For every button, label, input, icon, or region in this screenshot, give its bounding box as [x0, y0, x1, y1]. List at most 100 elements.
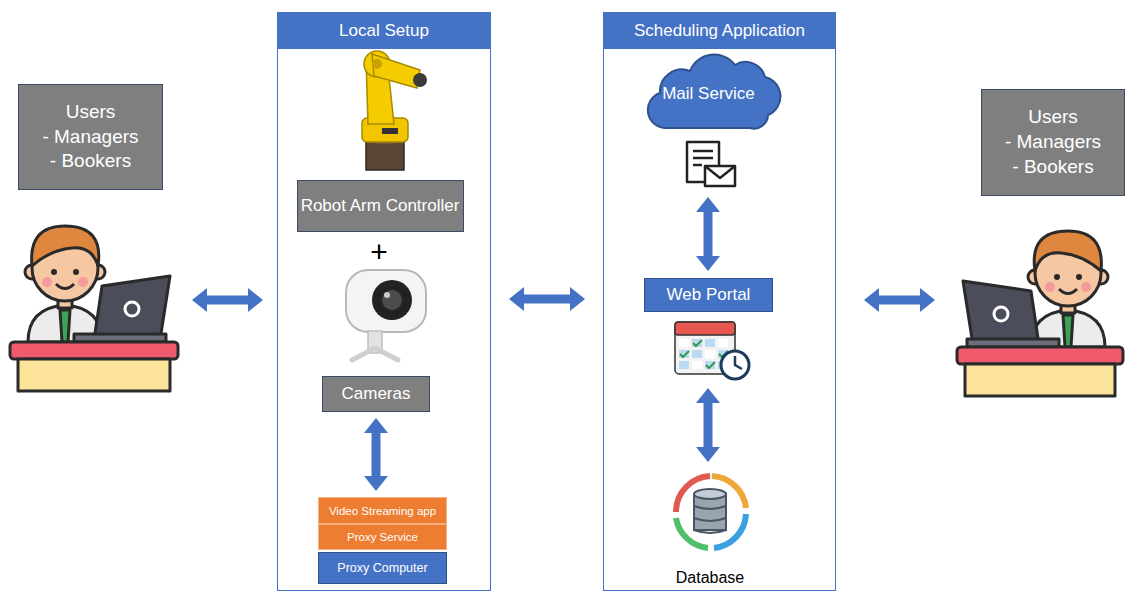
- person-illustration: [51, 269, 57, 275]
- person-illustration: [1034, 231, 1101, 271]
- double-arrow: [207, 296, 248, 305]
- robot-arm-illustration: [413, 73, 427, 87]
- panel: Local SetupRobot Arm ControllerCamerasVi…: [277, 12, 491, 591]
- node-shape: Mail Service: [654, 68, 763, 120]
- node-shape: Users- Managers- Bookers: [18, 84, 163, 190]
- node-text: Web Portal: [667, 285, 751, 305]
- node-shape: Video Streaming app: [318, 497, 447, 524]
- node-text: - Managers: [42, 125, 138, 150]
- mail-icon: [705, 166, 735, 178]
- node-shape: Cameras: [322, 376, 430, 412]
- double-arrow: [372, 433, 381, 476]
- person-illustration: [42, 277, 52, 287]
- camera-illustration: [382, 290, 402, 310]
- person-illustration: [18, 359, 170, 391]
- calendar-icon: [693, 340, 702, 346]
- calendar-icon: [680, 351, 689, 357]
- person-illustration: [56, 284, 74, 289]
- node-shape: Local Setup: [278, 13, 490, 49]
- person-illustration: [60, 310, 70, 342]
- double-arrow: [704, 212, 713, 256]
- node-shape: Proxy Computer: [318, 552, 447, 584]
- camera-illustration: [384, 292, 390, 298]
- person-illustration: [32, 226, 99, 266]
- person-illustration: [78, 277, 88, 287]
- node-text: - Managers: [1005, 130, 1101, 155]
- calendar-icon: [705, 361, 715, 369]
- process-box: Robot Arm Controller: [322, 180, 438, 232]
- node-text: Proxy Service: [347, 531, 418, 543]
- calendar-icon: [706, 362, 715, 368]
- camera-illustration: [372, 280, 412, 320]
- person-illustration: [73, 269, 79, 275]
- person-illustration: [1076, 274, 1082, 280]
- person-illustration: [10, 226, 178, 391]
- camera-illustration: [352, 348, 398, 360]
- calendar-icon: [721, 351, 749, 379]
- cloud-shape: [648, 55, 781, 129]
- mail-icon: [693, 164, 702, 167]
- plus-sign: +: [364, 234, 394, 270]
- node-text: Database: [676, 569, 745, 587]
- double-arrow: [524, 295, 570, 304]
- person-illustration: [125, 302, 139, 316]
- person-illustration: [963, 281, 1039, 345]
- person-illustration: [1054, 274, 1060, 280]
- calendar-icon: [679, 361, 689, 369]
- node-shape: Scheduling Application: [604, 13, 835, 49]
- stack-layer: Video Streaming app: [318, 497, 447, 524]
- cloud-service: Mail Service: [644, 46, 773, 192]
- person-illustration: [994, 307, 1008, 321]
- node-text: Robot Arm Controller: [301, 196, 460, 216]
- calendar-icon: [705, 339, 715, 347]
- robot-arm-illustration: [366, 140, 404, 170]
- person-illustration: [1081, 282, 1091, 292]
- calendar-icon: [675, 322, 749, 379]
- node-text: Users: [66, 100, 116, 125]
- robot-arm-illustration: [372, 54, 420, 88]
- calendar-icon: [679, 350, 689, 358]
- node-shape: Web Portal: [644, 278, 773, 312]
- mail-icon: [693, 157, 713, 160]
- node-text: Cameras: [342, 384, 411, 404]
- calendar-icon: [692, 339, 702, 347]
- person-illustration: [10, 342, 178, 359]
- double-arrow: [879, 296, 920, 305]
- mail-icon: [705, 166, 735, 186]
- database: Database: [660, 466, 760, 590]
- person-illustration: [1063, 315, 1073, 347]
- camera-illustration: [346, 270, 426, 360]
- node-shape: Users- Managers- Bookers: [981, 89, 1125, 196]
- user-group: Users- Managers- Bookers: [963, 89, 1125, 395]
- person-illustration: [957, 347, 1123, 364]
- robot-arm-illustration: [382, 128, 398, 134]
- calendar-icon: [675, 322, 735, 335]
- robot-arm-illustration: [372, 59, 382, 69]
- node-shape: Database: [660, 566, 760, 590]
- node-shape: Robot Arm Controller: [297, 180, 464, 232]
- person-illustration: [1059, 289, 1077, 294]
- database-icon: [694, 530, 726, 533]
- node-text: Mail Service: [662, 83, 755, 105]
- node-text: Proxy Computer: [337, 561, 427, 575]
- node-text: Users: [1028, 105, 1078, 130]
- double-arrow: [704, 403, 713, 447]
- node-text: - Bookers: [50, 149, 131, 174]
- calendar-icon: [718, 339, 728, 347]
- node-text: Local Setup: [339, 21, 429, 41]
- database-icon: [694, 506, 726, 521]
- person-illustration: [94, 276, 170, 340]
- node-shape: Proxy Service: [318, 524, 447, 550]
- database-icon: [676, 476, 746, 548]
- panel: Scheduling ApplicationMail ServiceWeb Po…: [603, 12, 836, 591]
- person-illustration: [957, 231, 1123, 396]
- node-text: Video Streaming app: [329, 505, 436, 517]
- calendar-icon: [692, 350, 702, 358]
- node-text: - Bookers: [1012, 155, 1093, 180]
- person-illustration: [1045, 282, 1055, 292]
- person-illustration: [965, 364, 1115, 396]
- node-text: Scheduling Application: [634, 21, 805, 41]
- calendar-icon: [705, 350, 715, 358]
- robot-arm-illustration: [362, 51, 427, 170]
